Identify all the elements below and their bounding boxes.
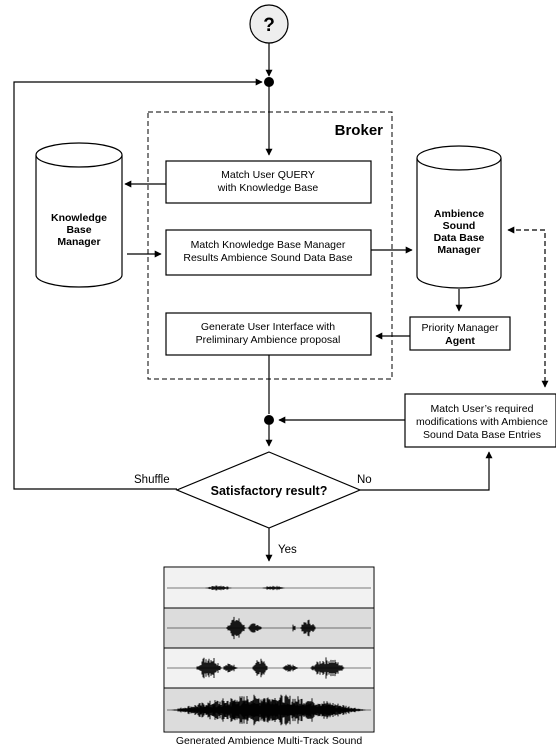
knowledge-base-manager-cylinder: Knowledge Base Manager — [35, 142, 123, 288]
svg-text:Data Base: Data Base — [434, 232, 485, 244]
multitrack-panel — [163, 566, 375, 733]
waveform-track-3 — [282, 664, 298, 672]
shuffle-label: Shuffle — [134, 474, 170, 486]
match-modifications-box: Match User’s required modifications with… — [404, 393, 556, 448]
generate-ui-box: Generate User Interface with Preliminary… — [165, 312, 372, 356]
waveform-track-2 — [300, 619, 316, 637]
waveforms — [171, 585, 366, 726]
svg-text:Results Ambience Sound Data Ba: Results Ambience Sound Data Base — [183, 252, 352, 264]
svg-text:Knowledge: Knowledge — [51, 212, 107, 224]
waveform-track-3 — [222, 663, 238, 673]
broker-label: Broker — [335, 122, 384, 139]
svg-text:Generate User Interface with: Generate User Interface with — [201, 321, 335, 333]
waveform-track-2 — [226, 616, 246, 640]
waveform-track-1 — [205, 585, 232, 591]
broker-region — [147, 111, 393, 380]
yes-label: Yes — [278, 544, 297, 556]
dashed-arrow-db-modifications — [507, 226, 549, 388]
waveform-track-2 — [292, 624, 296, 632]
waveform-track-3 — [310, 657, 345, 679]
waveform-track-1 — [262, 585, 285, 591]
waveform-track-3 — [196, 657, 222, 679]
start-question-mark: ? — [263, 15, 275, 36]
ambience-db-manager-cylinder: Ambience Sound Data Base Manager — [416, 145, 502, 289]
waveform-track-4 — [175, 698, 360, 722]
svg-text:Match Knowledge Base Manager: Match Knowledge Base Manager — [191, 239, 346, 251]
svg-text:Manager: Manager — [57, 236, 100, 248]
no-label: No — [357, 474, 372, 486]
svg-text:Manager: Manager — [437, 244, 480, 256]
panel-caption: Generated Ambience Multi-Track Sound — [176, 735, 363, 746]
svg-text:with Knowledge Base: with Knowledge Base — [217, 182, 319, 194]
svg-text:Agent: Agent — [445, 335, 475, 347]
svg-text:Sound Data Base Entries: Sound Data Base Entries — [423, 429, 541, 441]
svg-text:Sound: Sound — [443, 220, 476, 232]
arrow-shuffle-loop — [13, 78, 263, 490]
svg-text:Base: Base — [66, 224, 91, 236]
svg-text:Match User QUERY: Match User QUERY — [221, 169, 315, 181]
svg-text:Ambience: Ambience — [434, 208, 484, 220]
svg-text:Preliminary Ambience proposal: Preliminary Ambience proposal — [196, 334, 341, 346]
match-kbm-box: Match Knowledge Base Manager Results Amb… — [165, 229, 372, 276]
decision-diamond: Satisfactory result? — [175, 451, 362, 529]
svg-text:Match User’s required: Match User’s required — [431, 403, 534, 415]
waveform-track-3 — [252, 658, 268, 678]
waveform-track-2 — [248, 623, 262, 633]
svg-text:modifications with Ambience: modifications with Ambience — [416, 416, 548, 428]
start-node: ? — [249, 4, 289, 44]
decision-label: Satisfactory result? — [211, 484, 328, 498]
match-query-box: Match User QUERY with Knowledge Base — [165, 160, 372, 204]
svg-text:Priority Manager: Priority Manager — [421, 322, 499, 334]
lower-junction-dot — [264, 415, 274, 425]
priority-manager-box: Priority Manager Agent — [409, 316, 511, 351]
arrow-no-branch — [360, 451, 493, 491]
